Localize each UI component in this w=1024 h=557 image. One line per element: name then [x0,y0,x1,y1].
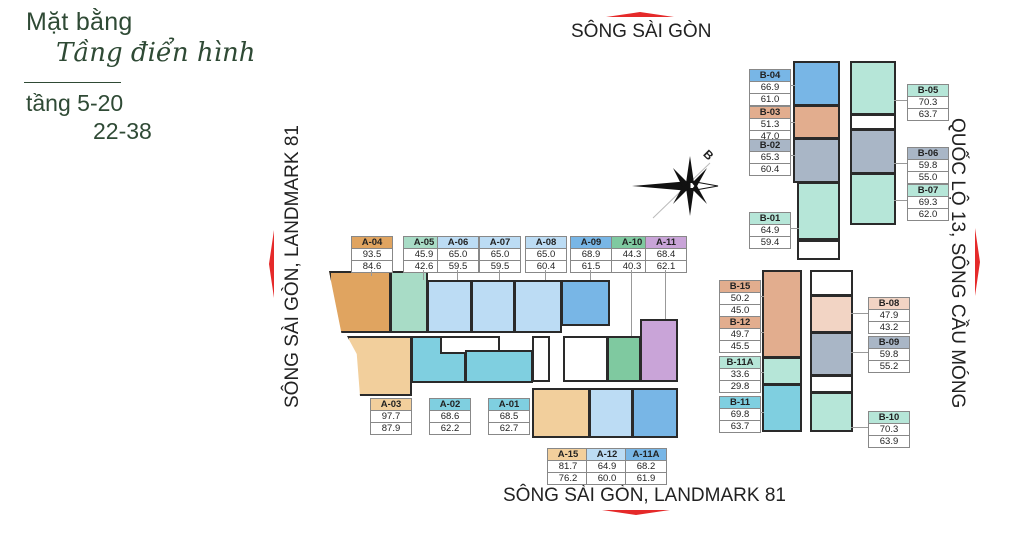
elevator-core-a1 [532,336,550,382]
unit-plan-a-01[interactable] [465,350,533,383]
unit-label-a-03[interactable]: A-03 97.7 87.9 [370,398,412,435]
leader-line [545,270,546,280]
unit-plan-a-08[interactable] [514,280,562,333]
direction-bottom: SÔNG SÀI GÒN, LANDMARK 81 [503,485,786,506]
leader-line [790,122,795,123]
elevator-core-b1 [797,240,840,260]
title-line-2: Tầng điển hình [56,38,256,68]
unit-plan-a-03[interactable] [347,336,412,396]
unit-plan-a-09[interactable] [561,280,610,326]
title-divider [24,82,121,83]
leader-line [894,163,907,164]
leader-line [665,270,666,319]
unit-label-b-10[interactable]: B-10 70.3 63.9 [868,411,910,448]
leader-line [760,372,764,373]
leader-line [590,270,591,280]
leader-line [790,228,799,229]
unit-label-a-15[interactable]: A-15 81.7 76.2 [547,448,589,485]
unit-plan-a-10[interactable] [607,336,641,382]
unit-label-b-03[interactable]: B-03 51.3 47.0 [749,106,791,143]
unit-label-a-11a[interactable]: A-11A 68.2 61.9 [625,448,667,485]
direction-left: SÔNG SÀI GÒN, LANDMARK 81 [282,125,303,408]
unit-plan-b-05[interactable] [850,61,896,115]
title-line-1: Mặt bằng [26,8,133,36]
north-arrow-icon [606,12,674,17]
unit-label-a-04[interactable]: A-04 93.5 84.6 [351,236,393,273]
unit-label-b-09[interactable]: B-09 59.8 55.2 [868,336,910,373]
unit-label-a-06[interactable]: A-06 65.0 59.5 [437,236,479,273]
leader-line [760,296,764,297]
direction-right: QUỐC LỘ 13, SÔNG CẦU MÓNG [947,118,968,409]
unit-plan-b-11[interactable] [762,384,802,432]
south-arrow-icon [602,510,670,515]
unit-plan-b-09[interactable] [810,332,853,376]
unit-plan-a-05[interactable] [390,271,428,333]
unit-label-b-05[interactable]: B-05 70.3 63.7 [907,84,949,121]
unit-label-a-01[interactable]: A-01 68.5 62.7 [488,398,530,435]
floors-range-2: 22-38 [93,118,152,144]
unit-plan-b-03[interactable] [793,105,840,139]
leader-line [851,313,868,314]
unit-plan-b-07[interactable] [850,173,896,225]
leader-line [851,352,868,353]
stair-core-b [850,114,896,130]
unit-plan-b-06[interactable] [850,129,896,174]
unit-plan-a-15[interactable] [532,388,590,438]
unit-label-b-15[interactable]: B-15 50.2 45.0 [719,280,761,317]
compass-rose-icon: B [628,147,728,228]
unit-plan-b-15-b-12[interactable] [762,270,802,358]
unit-plan-b-01[interactable] [797,182,840,240]
unit-label-b-12[interactable]: B-12 49.7 45.5 [719,316,761,353]
unit-plan-b-02[interactable] [793,138,840,183]
floors-range-1: tầng 5-20 [26,90,124,116]
leader-line [457,270,458,280]
unit-label-a-12[interactable]: A-12 64.9 60.0 [586,448,628,485]
unit-label-a-09[interactable]: A-09 68.9 61.5 [570,236,612,273]
leader-line [423,270,424,280]
leader-line [894,100,907,101]
leader-line [790,85,795,86]
unit-plan-a-11[interactable] [640,319,678,382]
unit-label-b-08[interactable]: B-08 47.9 43.2 [868,297,910,334]
unit-label-b-11[interactable]: B-11 69.8 63.7 [719,396,761,433]
unit-label-b-01[interactable]: B-01 64.9 59.4 [749,212,791,249]
leader-line [760,332,764,333]
leader-line [790,155,795,156]
unit-label-b-04[interactable]: B-04 66.9 61.0 [749,69,791,106]
unit-plan-a-04[interactable] [329,271,391,333]
stair-core-b2 [810,375,853,393]
leader-line [894,200,907,201]
unit-label-a-11[interactable]: A-11 68.4 62.1 [645,236,687,273]
unit-label-b-11a[interactable]: B-11A 33.6 29.8 [719,356,761,393]
unit-label-a-07[interactable]: A-07 65.0 59.5 [479,236,521,273]
elevator-core-b2 [810,270,853,296]
unit-plan-a-07[interactable] [471,280,515,333]
unit-plan-a-06[interactable] [427,280,472,333]
leader-line [371,270,372,276]
unit-plan-b-11a[interactable] [762,357,802,385]
unit-label-a-02[interactable]: A-02 68.6 62.2 [429,398,471,435]
west-arrow-icon [269,230,274,298]
unit-label-b-06[interactable]: B-06 59.8 55.0 [907,147,949,184]
unit-label-b-07[interactable]: B-07 69.3 62.0 [907,184,949,221]
leader-line [631,270,632,336]
east-arrow-icon [975,228,980,296]
unit-plan-b-10[interactable] [810,392,853,432]
elevator-core-a2 [563,336,608,382]
unit-plan-b-08[interactable] [810,295,853,333]
leader-line [499,270,500,280]
unit-plan-a-12[interactable] [589,388,633,438]
unit-plan-b-04[interactable] [793,61,840,106]
direction-top: SÔNG SÀI GÒN [571,21,712,42]
leader-line [760,412,764,413]
unit-plan-a-11a[interactable] [632,388,678,438]
unit-label-a-05[interactable]: A-05 45.9 42.6 [403,236,445,273]
leader-line [851,427,868,428]
unit-label-a-08[interactable]: A-08 65.0 60.4 [525,236,567,273]
unit-label-b-02[interactable]: B-02 65.3 60.4 [749,139,791,176]
